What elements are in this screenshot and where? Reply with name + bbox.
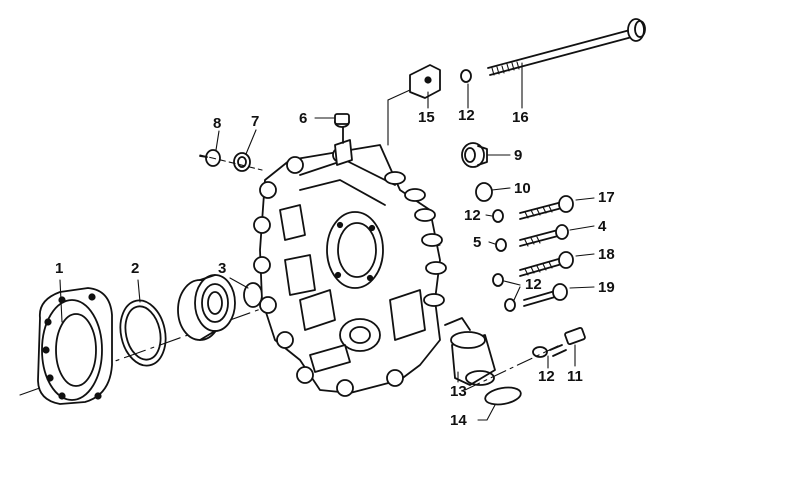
part-15-bracket — [409, 64, 441, 99]
leader-5 — [488, 241, 496, 245]
leader-3 — [229, 277, 249, 289]
leader-18 — [575, 253, 595, 257]
callout-15: 15 — [418, 109, 435, 126]
callout-10: 10 — [514, 180, 531, 197]
part-10-sleeve — [475, 182, 493, 202]
callout-13: 13 — [450, 383, 467, 400]
part-5-washer — [495, 238, 507, 252]
callout-11: 11 — [567, 368, 583, 385]
leader-14 — [477, 404, 496, 421]
part-6-breather-cap — [334, 113, 350, 128]
callout-19: 19 — [598, 279, 615, 296]
part-12-washer-b — [492, 273, 504, 287]
leader-1 — [59, 279, 63, 323]
transfer-case-housing — [253, 117, 447, 397]
leader-7 — [245, 129, 257, 155]
leader-10 — [491, 187, 511, 191]
callout-6: 6 — [299, 110, 308, 127]
part-17-bolt — [519, 195, 574, 220]
callout-2: 2 — [131, 260, 140, 277]
part-7-seal — [233, 152, 251, 172]
leader-4 — [569, 225, 595, 231]
callout-12-mid: 12 — [525, 276, 542, 293]
part-12-washer-a — [492, 209, 504, 223]
leader-8 — [215, 130, 220, 151]
callout-4: 4 — [598, 218, 607, 235]
part-12-washer-c — [504, 298, 516, 312]
callout-17: 17 — [598, 189, 615, 206]
callout-5: 5 — [473, 234, 482, 251]
callout-12-bottom: 12 — [538, 368, 555, 385]
callout-12-top: 12 — [458, 107, 475, 124]
callout-7: 7 — [251, 113, 260, 130]
part-12-washer-d — [532, 346, 548, 358]
part-18-bolt — [519, 251, 574, 277]
part-19-bolt — [523, 283, 568, 307]
part-3-ball-bearing — [177, 274, 236, 341]
drain-axis-line — [464, 344, 561, 391]
leader-12a — [485, 214, 493, 217]
part-9-plug — [461, 142, 488, 168]
part-16-long-shaft — [487, 18, 646, 76]
callout-1: 1 — [55, 260, 64, 277]
part-8-clip — [199, 149, 221, 167]
callout-18: 18 — [598, 246, 615, 263]
callout-3: 3 — [218, 260, 227, 277]
callout-8: 8 — [213, 115, 222, 132]
part-12-washer-top — [460, 69, 472, 83]
leader-17 — [575, 197, 595, 201]
callout-12-upper: 12 — [464, 207, 481, 224]
part-11-drain-bolt — [549, 326, 586, 357]
part-13-drain-sleeve — [444, 317, 496, 386]
linkage-15b — [387, 89, 411, 101]
leader-12c — [513, 286, 521, 301]
callout-14: 14 — [450, 412, 467, 429]
part-14-ring — [484, 386, 522, 406]
leader-8-axis — [199, 154, 263, 171]
leader-19 — [569, 286, 595, 289]
callout-9: 9 — [514, 147, 523, 164]
part-1-cover-flange — [37, 287, 113, 405]
callout-16: 16 — [512, 109, 529, 126]
leader-12b — [503, 280, 521, 286]
part-4-bolt — [519, 224, 569, 247]
leader-2 — [137, 279, 141, 303]
part-2-shim-ring — [119, 299, 167, 367]
